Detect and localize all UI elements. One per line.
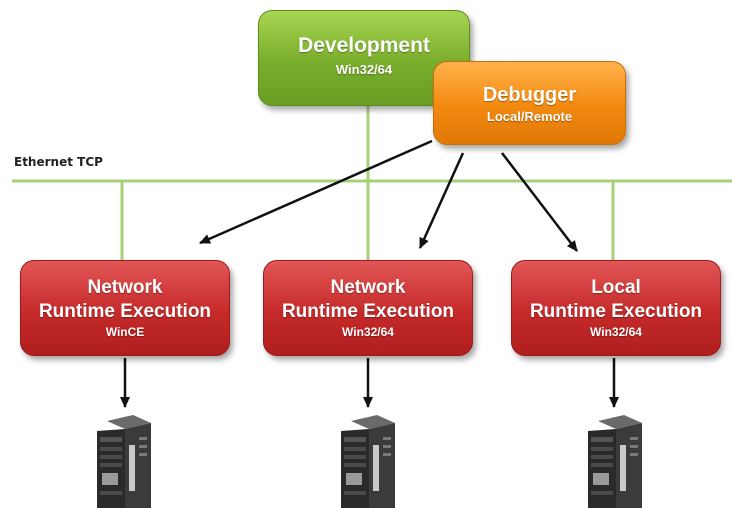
development-subtitle: Win32/64 (335, 62, 393, 77)
runtime-node-wince: Network Runtime Execution WinCE (20, 260, 230, 356)
runtime-line2: Runtime Execution (38, 300, 212, 322)
runtime-node-local-win32: Local Runtime Execution Win32/64 (511, 260, 721, 356)
runtime-line1: Local (591, 276, 641, 298)
plc-controller-icon (341, 415, 395, 508)
runtime-platform: WinCE (105, 324, 145, 339)
debugger-arrow-1 (199, 139, 433, 245)
runtime-line1: Network (87, 276, 163, 298)
plc-controller-icon (97, 415, 151, 508)
debugger-arrow-3 (501, 152, 578, 252)
runtime-line1: Network (330, 276, 406, 298)
runtime-platform: Win32/64 (590, 324, 642, 339)
development-title: Development (298, 34, 430, 57)
runtime-line2: Runtime Execution (281, 300, 455, 322)
plc-controller-icon (588, 415, 642, 508)
runtime-node-network-win32: Network Runtime Execution Win32/64 (263, 260, 473, 356)
debugger-node: Debugger Local/Remote (433, 61, 626, 145)
runtime-platform: Win32/64 (342, 324, 394, 339)
ethernet-label: Ethernet TCP (14, 155, 103, 169)
debugger-title: Debugger (482, 83, 577, 106)
runtime-line2: Runtime Execution (529, 300, 703, 322)
debugger-subtitle: Local/Remote (486, 108, 573, 124)
debugger-arrow-2 (418, 152, 465, 249)
